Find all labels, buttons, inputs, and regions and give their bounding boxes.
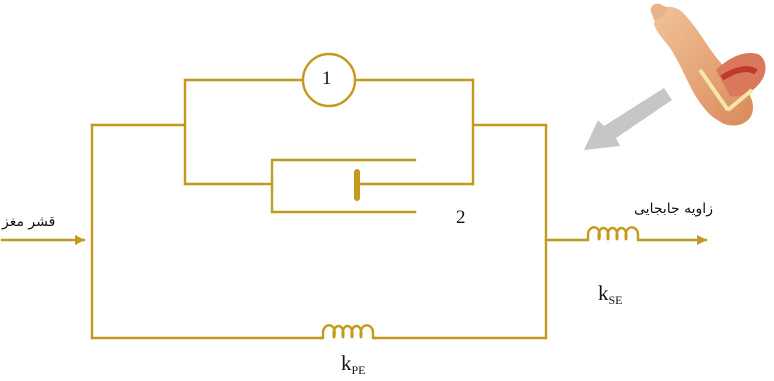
element-1-label: 1 bbox=[322, 68, 332, 89]
gray-pointer-arrow-icon bbox=[584, 88, 672, 150]
dashpot-cylinder bbox=[270, 158, 417, 214]
output-label: زاویه جابجایی bbox=[634, 201, 713, 217]
se-spring bbox=[585, 226, 641, 242]
k-se-label: kSE bbox=[598, 281, 623, 308]
k-se-symbol: k bbox=[598, 281, 609, 305]
pe-spring bbox=[320, 324, 376, 340]
input-label: قشر مغز bbox=[2, 214, 56, 230]
outer-top-right-wire bbox=[471, 123, 548, 340]
flexed-arm-icon bbox=[650, 3, 766, 126]
k-se-subscript: SE bbox=[608, 293, 623, 307]
element-2-label: 2 bbox=[456, 207, 466, 228]
k-pe-symbol: k bbox=[341, 351, 352, 375]
element-1-circle bbox=[301, 52, 357, 108]
k-pe-subscript: PE bbox=[351, 363, 366, 377]
k-pe-label: kPE bbox=[341, 351, 366, 378]
